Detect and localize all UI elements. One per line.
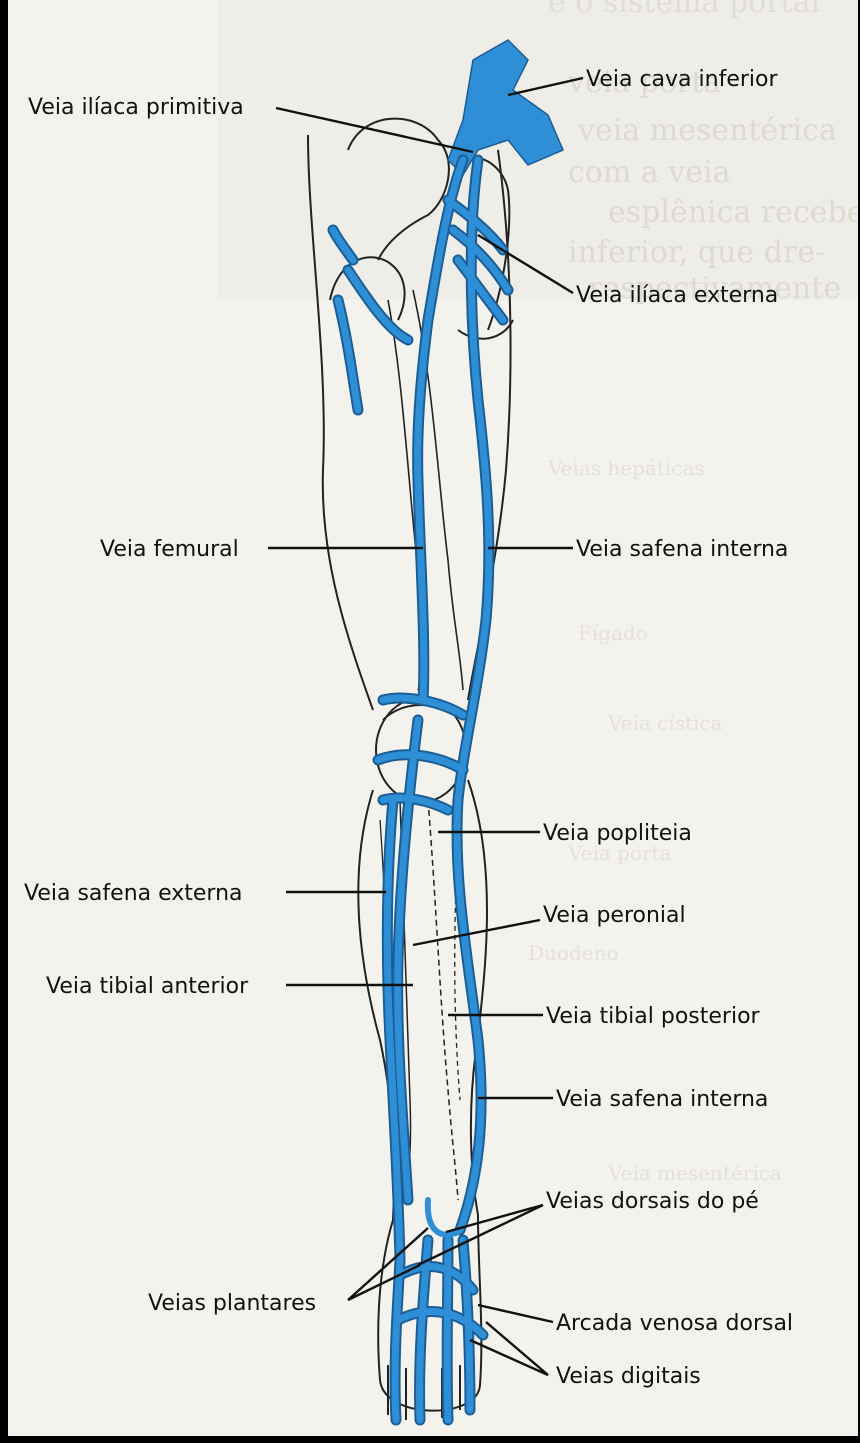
bleed-through-text: e o sistema portal veia porta veia mesen…: [218, 0, 858, 1185]
label-veia-cava-inferior: Veia cava inferior: [586, 67, 778, 92]
label-veia-tibial-anterior: Veia tibial anterior: [46, 974, 249, 999]
label-arcada-venosa-dorsal: Arcada venosa dorsal: [556, 1311, 793, 1336]
label-veia-safena-interna-upper: Veia safena interna: [576, 537, 788, 562]
label-veia-peronial: Veia peronial: [543, 903, 686, 928]
label-veia-popliteia: Veia popliteia: [543, 821, 692, 846]
label-veia-safena-interna-lower: Veia safena interna: [556, 1087, 768, 1112]
label-veia-safena-externa: Veia safena externa: [24, 881, 243, 906]
label-veia-femural: Veia femural: [100, 537, 239, 562]
svg-text:e o sistema portal: e o sistema portal: [548, 0, 820, 20]
label-veias-dorsais-do-pe: Veias dorsais do pé: [546, 1189, 759, 1214]
label-veia-iliaca-externa: Veia ilíaca externa: [576, 283, 778, 308]
label-veia-tibial-posterior: Veia tibial posterior: [546, 1004, 761, 1029]
svg-text:Veia cística: Veia cística: [607, 711, 723, 735]
svg-text:veia mesentérica: veia mesentérica: [577, 113, 837, 148]
svg-text:com a veia: com a veia: [568, 155, 731, 190]
anatomy-figure: e o sistema portal veia porta veia mesen…: [8, 0, 858, 1436]
svg-text:Fígado: Fígado: [578, 621, 648, 645]
label-veias-digitais: Veias digitais: [556, 1364, 701, 1389]
leg-veins-diagram: e o sistema portal veia porta veia mesen…: [8, 0, 858, 1436]
svg-text:Veias hepáticas: Veias hepáticas: [547, 456, 705, 480]
svg-text:Veia mesentérica: Veia mesentérica: [607, 1161, 782, 1185]
svg-text:esplênica recebe: esplênica recebe: [608, 195, 858, 230]
svg-text:Duodeno: Duodeno: [528, 941, 619, 965]
label-veias-plantares: Veias plantares: [148, 1291, 316, 1316]
label-veia-iliaca-primitiva: Veia ilíaca primitiva: [28, 95, 244, 120]
svg-text:inferior, que dre-: inferior, que dre-: [568, 235, 825, 270]
